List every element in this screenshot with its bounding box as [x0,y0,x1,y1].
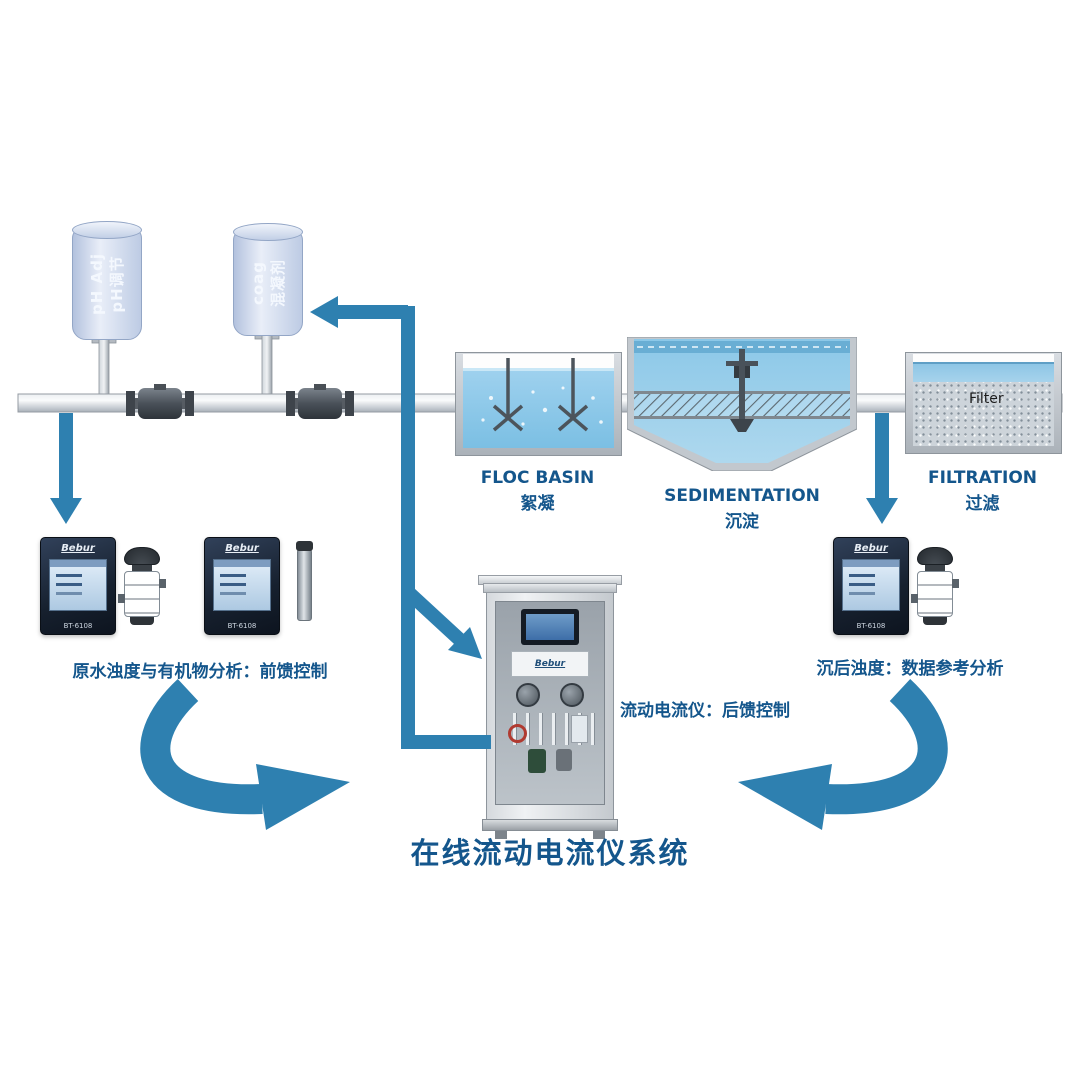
system-title: 在线流动电流仪系统 [410,836,690,870]
sample-cell [571,715,588,743]
cabinet-controller: Bebur [511,651,589,677]
cabinet-base [482,819,618,831]
sedimentation-basin [627,337,857,471]
streaming-current-cabinet: Bebur [478,575,622,839]
analyzer-model: BT-6108 [227,622,257,630]
cabinet-crown-lower [483,583,617,593]
settled-water-analyzer: Bebur BT-6108 [833,537,909,635]
turbidity-sensor-right [911,547,959,625]
organics-probe [296,541,313,621]
reagent-bottle [556,749,572,771]
streaming-current-caption: 流动电流仪：后馈控制 [620,701,790,721]
cabinet-display [521,609,579,645]
floc-basin [455,352,622,456]
ph-adjust-tank: pH Adj pH调节 [72,221,142,340]
cabinet-foot [495,831,507,839]
cabinet-foot [593,831,605,839]
filter-media [913,382,1054,446]
analyzer-screen [842,559,900,611]
analyzer-brand: Bebur [225,543,259,554]
floc-water [463,368,614,448]
red-coil [508,724,527,743]
filtration-water [913,362,1054,384]
turbidity-sensor-left [118,547,166,625]
pump-icon [560,683,584,707]
coagulant-tank-label: coag 混凝剂 [248,258,287,308]
settled-water-caption: 沉后浊度：数据参考分析 [816,659,1004,679]
coagulant-tank: coag 混凝剂 [233,223,303,336]
filter-media-label: Filter [968,390,1004,407]
ph-adjust-tank-label: pH Adj pH调节 [87,252,126,316]
sedimentation-basin-drawing [627,337,857,471]
reagent-bottle [528,749,546,773]
filtration-basin: Filter [905,352,1062,454]
cabinet-tubing [504,713,596,745]
analyzer-screen [213,559,271,611]
cabinet-pumps [496,683,604,707]
raw-water-caption: 原水浊度与有机物分析：前馈控制 [72,662,328,682]
tank-feed-stem-ph [91,335,117,397]
analyzer-model: BT-6108 [856,622,886,630]
pump-icon [516,683,540,707]
tank-feed-stem-coag [254,331,280,397]
analyzer-brand: Bebur [61,543,95,554]
filtration-basin-inner: Filter [913,354,1054,446]
dosing-valve-1 [126,384,194,419]
analyzer-screen [49,559,107,611]
analyzer-brand: Bebur [854,543,888,554]
dosing-valve-2 [286,384,354,419]
cabinet-bottles [496,749,604,773]
cabinet-interior: Bebur [495,601,605,805]
raw-water-analyzer-2: Bebur BT-6108 [204,537,280,635]
raw-water-analyzer-1: Bebur BT-6108 [40,537,116,635]
floc-basin-inner [463,354,614,448]
floc-mixers [481,358,603,432]
analyzer-model: BT-6108 [63,622,93,630]
